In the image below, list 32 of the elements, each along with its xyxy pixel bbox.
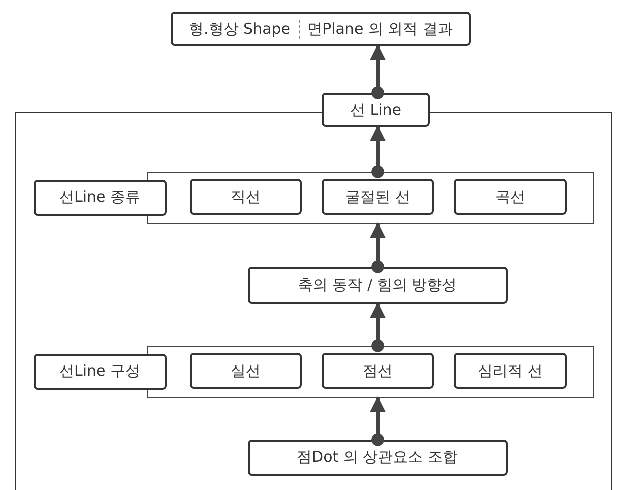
node-text: 선 Line	[349, 100, 403, 120]
group-band	[146, 172, 594, 224]
node-text: 축의 동작 / 힘의 방향성	[296, 276, 458, 294]
process-box	[248, 266, 508, 304]
arrow	[370, 44, 386, 100]
process-box	[190, 179, 302, 215]
node-text: 실선	[230, 362, 262, 380]
node-text: 심리적 선	[477, 362, 544, 380]
node-text: 면Plane 의 외적 결과	[298, 20, 461, 38]
node-text: 선Line 종류	[58, 188, 142, 207]
node-text: 점Dot 의 상관요소 조합	[296, 448, 459, 467]
node-text: 점선	[362, 362, 394, 380]
process-box	[322, 93, 430, 127]
arrow	[370, 396, 386, 446]
process-box	[454, 353, 567, 389]
arrow	[370, 125, 386, 178]
process-box	[248, 440, 508, 476]
category-box	[34, 180, 166, 216]
process-box	[454, 179, 567, 215]
group-band	[146, 346, 594, 398]
process-box	[171, 12, 471, 46]
node-text: 굴절된 선	[344, 188, 412, 206]
arrow	[370, 222, 386, 274]
node-text: 선Line 구성	[58, 362, 142, 381]
arrow	[370, 302, 386, 352]
node-text: 직선	[230, 188, 262, 206]
category-box	[34, 354, 166, 390]
process-box	[322, 353, 434, 389]
node-text: 곡선	[494, 188, 526, 206]
process-box	[322, 179, 434, 215]
process-box	[190, 353, 302, 389]
node-text: 형.형상 Shape	[188, 20, 292, 38]
